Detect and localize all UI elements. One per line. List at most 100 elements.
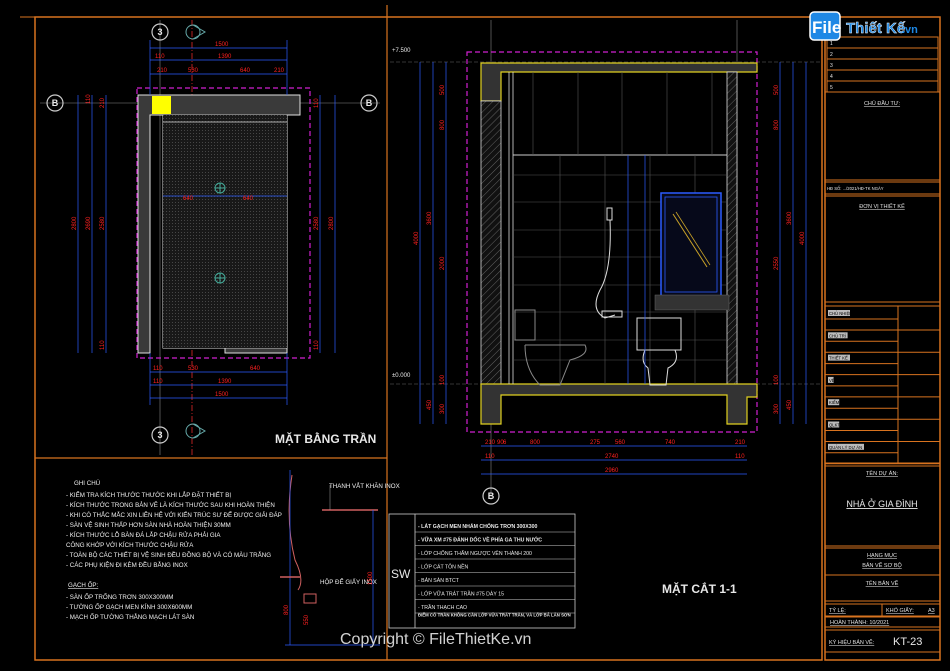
svg-text:3: 3 xyxy=(157,27,162,37)
column-marker xyxy=(152,96,171,114)
legend-layer: - TRẦN THẠCH CAO xyxy=(418,604,467,611)
legend-layer: - LỚP VỮA TRÁT TRẦN #75 DÀY 15 xyxy=(418,591,504,598)
legend-layer: ĐIỂM CÓ TRẦN KHÔNG CẦN LỚP VỮA TRÁT TRẦN… xyxy=(418,613,571,618)
tile-note-item: - SÀN ỐP TRỐNG TRƠN 300X300MM xyxy=(66,594,173,601)
dimension-label: 500 xyxy=(440,84,446,95)
approval-text: HĐ SỐ: .../2021/HĐ-TK NGÀY xyxy=(827,186,884,191)
dimension-label: 90 xyxy=(497,440,504,446)
dimension-label: 1390 xyxy=(218,54,232,60)
tile-note-item: - MẠCH ỐP TƯỜNG THẲNG MẠCH LÁT SÀN xyxy=(66,614,194,621)
svg-text:File: File xyxy=(812,18,841,37)
dimension-label: 110 xyxy=(735,454,745,460)
dimension-label: 300 xyxy=(774,403,780,414)
svg-text:B: B xyxy=(488,491,495,501)
role-label: CHỦ TRÌ xyxy=(829,333,846,338)
revision-row: 4 xyxy=(830,74,833,80)
drawing-name-label: TÊN BẢN VẼ xyxy=(866,579,899,587)
role-label: CHỦ NHIỆM xyxy=(829,311,853,316)
legend-layer: - VỮA XM #75 ĐÁNH DỐC VỀ PHÍA GA THU NƯỚ… xyxy=(418,536,542,544)
drawing-code-label: KÝ HIỆU BẢN VẼ: xyxy=(829,638,875,646)
revision-row: 2 xyxy=(830,52,833,58)
accessory-detail: THANH VẮT KHĂN INOX HỘP ĐỂ GIẤY INOX 150… xyxy=(280,470,400,646)
dimension-label: 800 xyxy=(530,440,541,446)
ceiling-plan: 1500 110 1390 210 530 640 210 110 530 64… xyxy=(40,20,380,455)
dimension-label: 110 xyxy=(86,94,92,104)
dimension-label: 450 xyxy=(787,399,793,410)
paper-value: A3 xyxy=(928,608,935,614)
note-item: - CÁC PHỤ KIỆN ĐI KÈM ĐỀU BẰNG INOX xyxy=(66,561,188,569)
dimension-label: 3600 xyxy=(427,211,433,225)
paper-label: KHỔ GIẤY: xyxy=(886,607,914,614)
dimension-label: 1500 xyxy=(368,571,374,585)
category-value: BẢN VẼ SƠ BỘ xyxy=(862,562,902,569)
role-label: VẼ xyxy=(829,378,835,383)
dimension-label: 100 xyxy=(440,374,446,385)
dimension-label: 210 xyxy=(485,440,496,446)
owner-label: CHỦ ĐẦU TƯ: xyxy=(864,100,901,107)
dimension-label: 800 xyxy=(284,604,290,615)
tile-heading: GẠCH ỐP: xyxy=(68,582,99,589)
sheet-frame xyxy=(20,5,823,661)
dimension-label: 100 xyxy=(774,374,780,385)
grid-axis-bubble-left: B xyxy=(46,94,64,112)
shower-set-icon xyxy=(595,207,623,319)
dimension-label: 4000 xyxy=(800,231,806,245)
dimension-label: 110 xyxy=(485,454,495,460)
note-item: - SÀN VỆ SINH THẤP HƠN SÀN NHÀ HOÀN THIỆ… xyxy=(66,521,231,529)
right-wall xyxy=(726,71,738,385)
dimension-label: 210 xyxy=(100,97,106,108)
dimension-label: 2580 xyxy=(100,216,106,230)
floor-slab xyxy=(480,383,758,425)
dimension-label: 640 xyxy=(243,196,254,202)
role-label: QLKT xyxy=(829,423,840,428)
dimension-label: 110 xyxy=(314,340,320,350)
dimension-label: 2690 xyxy=(86,216,92,230)
dimension-label: 2800 xyxy=(72,216,78,230)
level-mark-top: +7.500 xyxy=(392,48,411,54)
tile-note-item: - TƯỜNG ỐP GẠCH MEN KÍNH 300X600MM xyxy=(66,604,192,611)
dimension-label: 500 xyxy=(774,84,780,95)
scale-label: TỶ LỆ: xyxy=(829,606,846,614)
floor-drain-icon xyxy=(214,182,226,194)
dimension-label: 560 xyxy=(615,440,626,446)
note-item: - KÍCH THƯỚC LỖ BÀN ĐÁ LẮP CHẬU RỬA PHẢI… xyxy=(66,531,221,539)
dimension-label: 110 xyxy=(153,366,163,372)
role-label: KIỂM xyxy=(829,400,840,405)
dimension-label: 640 xyxy=(240,68,251,74)
copyright-watermark: Copyright © FileThietKe.vn xyxy=(340,631,531,648)
dimension-label: 2580 xyxy=(314,216,320,230)
svg-text:B: B xyxy=(52,98,59,108)
dimension-label: 4000 xyxy=(414,231,420,245)
revision-row: 3 xyxy=(830,63,833,69)
dimension-label: 6 xyxy=(503,440,507,446)
paper-holder-label: HỘP ĐỂ GIẤY INOX xyxy=(320,579,377,586)
vanity-countertop xyxy=(654,294,730,311)
plan-title: MẶT BẰNG TRẦN xyxy=(275,431,376,446)
dimension-label: 210 xyxy=(157,68,168,74)
mirror xyxy=(660,192,722,297)
grid-axis-bubble-top: 3 xyxy=(151,23,169,41)
dimension-label: 800 xyxy=(440,119,446,130)
dimension-label: 450 xyxy=(427,399,433,410)
note-item: - KÍCH THƯỚC TRONG BẢN VẼ LÀ KÍCH THƯỚC … xyxy=(66,501,275,509)
dimension-label: 2800 xyxy=(329,216,335,230)
section-cut-boundary xyxy=(136,87,311,359)
category-label: HẠNG MỤC xyxy=(867,553,897,559)
section-marker-icon xyxy=(185,423,206,439)
svg-text:.vn: .vn xyxy=(902,24,918,36)
dimension-label: 110 xyxy=(153,379,163,385)
note-item: CÔNG KHỚP VỚI KÍCH THƯỚC CHẬU RỬA xyxy=(66,542,194,549)
role-label: QUẢN LÝ DỰ ÁN xyxy=(829,445,862,450)
dimension-label: 275 xyxy=(590,440,601,446)
dimension-label: 110 xyxy=(314,98,320,108)
towel-bar-label: THANH VẮT KHĂN INOX xyxy=(329,482,400,490)
toilet-front-icon xyxy=(636,317,682,386)
dimension-label: 550 xyxy=(304,614,310,625)
revision-row: 1 xyxy=(830,41,833,47)
legend-code: SW xyxy=(391,567,411,581)
drawing-code: KT-23 xyxy=(893,636,922,648)
dimension-label: 640 xyxy=(183,196,194,202)
